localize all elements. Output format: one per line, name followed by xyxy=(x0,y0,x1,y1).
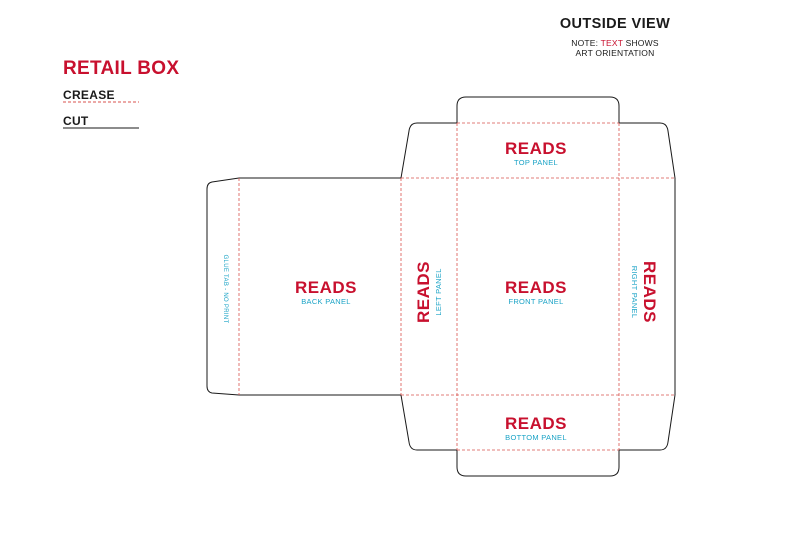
top-tuck-flap-outline xyxy=(456,96,620,123)
left-panel-label: LEFT PANEL xyxy=(434,268,443,315)
right-panel-text-group: READS RIGHT PANEL xyxy=(630,261,659,323)
note-prefix: NOTE: xyxy=(571,38,601,48)
top-right-flap-outline xyxy=(619,122,676,179)
glue-tab-label: GLUE TAB - NO PRINT xyxy=(222,255,228,324)
top-panel-reads: READS xyxy=(505,139,567,158)
back-panel-label: BACK PANEL xyxy=(301,297,351,306)
bottom-panel-label: BOTTOM PANEL xyxy=(505,433,567,442)
crease-lines xyxy=(238,122,675,451)
back-panel-reads: READS xyxy=(295,278,357,297)
note-suffix: SHOWS xyxy=(623,38,659,48)
view-note: NOTE: TEXT SHOWS xyxy=(545,38,685,48)
view-note-line2: ART ORIENTATION xyxy=(575,48,655,58)
note-highlight: TEXT xyxy=(600,38,624,48)
bottom-left-flap-outline xyxy=(400,394,457,451)
view-title: OUTSIDE VIEW xyxy=(559,16,671,32)
left-panel-text-group: READS LEFT PANEL xyxy=(414,261,443,323)
legend-cut-label: CUT xyxy=(63,114,89,128)
front-panel-reads: READS xyxy=(505,278,567,297)
front-panel-label: FRONT PANEL xyxy=(508,297,563,306)
top-left-flap-outline xyxy=(400,122,457,179)
left-panel-reads: READS xyxy=(414,261,433,323)
cut-lines xyxy=(206,96,676,477)
right-panel-reads: READS xyxy=(640,261,659,323)
page-title: RETAIL BOX xyxy=(63,58,180,79)
glue-tab-outline xyxy=(206,177,240,396)
legend-crease-label: CREASE xyxy=(63,88,115,102)
right-panel-label: RIGHT PANEL xyxy=(630,266,639,319)
glue-tab-text-group: GLUE TAB - NO PRINT xyxy=(222,255,228,324)
bottom-tuck-flap-outline xyxy=(456,450,620,477)
bottom-panel-reads: READS xyxy=(505,414,567,433)
bottom-right-flap-outline xyxy=(619,394,676,451)
top-panel-label: TOP PANEL xyxy=(514,158,558,167)
